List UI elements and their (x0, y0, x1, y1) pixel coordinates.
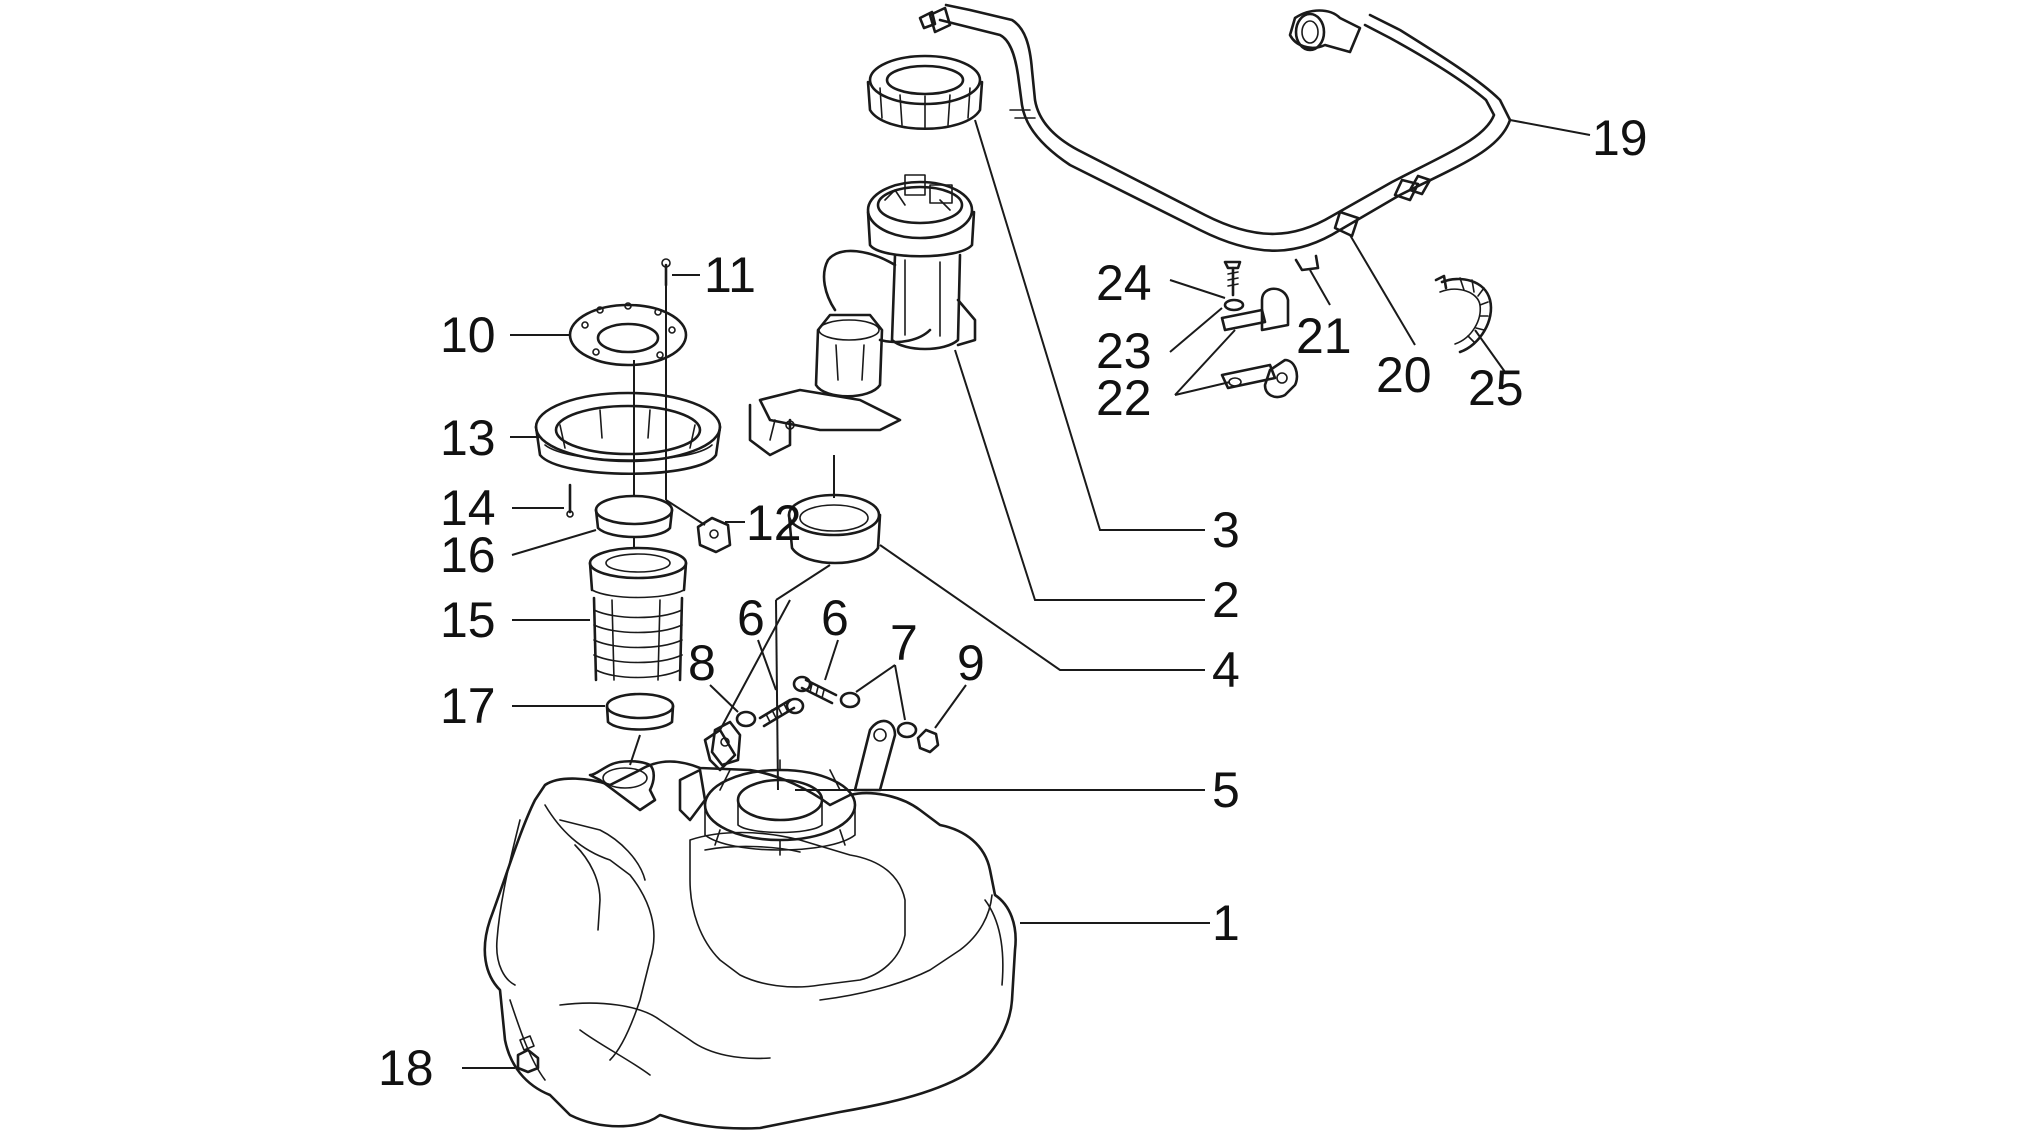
callout-8: 8 (688, 635, 716, 691)
callout-20: 20 (1376, 347, 1432, 403)
filler-housing-13 (534, 391, 722, 475)
callout-3: 3 (1212, 502, 1240, 558)
ring-16 (594, 494, 674, 539)
callout-15: 15 (440, 592, 496, 648)
callout-23: 23 (1096, 323, 1152, 379)
callout-13: 13 (440, 410, 496, 466)
callout-16: 16 (440, 527, 496, 583)
callout-6-left: 6 (737, 590, 765, 646)
fuel-tank (483, 719, 1017, 1130)
gasket-4 (787, 493, 882, 565)
callout-labels: 1 2 3 4 5 6 6 7 8 9 10 11 12 13 14 15 16… (378, 110, 1648, 1096)
clip-25 (1434, 274, 1493, 354)
callout-18: 18 (378, 1040, 434, 1096)
bellows-hose-15 (588, 546, 688, 682)
leader-lines (462, 119, 1591, 1069)
hardware-6-9 (710, 675, 940, 767)
callout-25: 25 (1468, 360, 1524, 416)
callout-10: 10 (440, 307, 496, 363)
callout-22: 22 (1096, 370, 1152, 426)
callout-21: 21 (1296, 308, 1352, 364)
callout-2: 2 (1212, 572, 1240, 628)
callout-19: 19 (1592, 110, 1648, 166)
bracket-22-24 (1220, 260, 1299, 399)
flange-plate-10 (568, 302, 688, 367)
callout-11: 11 (704, 247, 756, 303)
clip-12 (696, 516, 732, 554)
screw-11 (661, 258, 671, 287)
clamp-17 (605, 692, 675, 731)
callout-9: 9 (957, 635, 985, 691)
callout-14: 14 (440, 480, 496, 536)
callout-1: 1 (1212, 895, 1240, 951)
callout-17: 17 (440, 678, 496, 734)
screw-14 (566, 483, 574, 518)
callout-24: 24 (1096, 255, 1152, 311)
callout-5: 5 (1212, 762, 1240, 818)
callout-4: 4 (1212, 642, 1240, 698)
callout-7: 7 (890, 615, 918, 671)
callout-12: 12 (746, 495, 802, 551)
callout-6-right: 6 (821, 590, 849, 646)
lock-ring-3 (866, 54, 984, 131)
fuel-pump-2 (748, 174, 977, 457)
vent-hose-19 (918, 3, 1512, 272)
